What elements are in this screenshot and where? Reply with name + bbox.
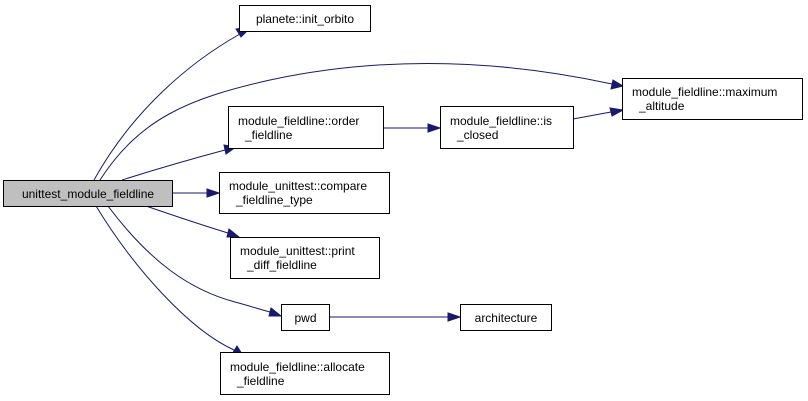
- arrowhead-architecture: [447, 312, 462, 322]
- node-label-line2: _altitude: [639, 99, 685, 113]
- arrowhead-maximum-altitude-2: [609, 107, 625, 117]
- edge-root-to-pwd: [107, 205, 271, 313]
- node-label-line1: module_unittest::print: [240, 244, 355, 258]
- node-label-line1: module_fieldline::maximum: [632, 85, 778, 99]
- node-is-closed[interactable]: module_fieldline::is _closed: [440, 106, 574, 149]
- node-label-line1: module_fieldline::allocate: [230, 359, 365, 374]
- node-label: unittest_module_fieldline: [21, 186, 155, 201]
- edge-root-to-init-orbito: [93, 33, 241, 181]
- edge-root-to-maximum-altitude: [99, 63, 613, 181]
- arrowhead-compare: [206, 188, 221, 198]
- arrowhead-print-diff: [226, 228, 241, 238]
- arrowhead-pwd: [268, 307, 283, 317]
- node-label: pwd: [294, 310, 317, 325]
- arrowhead-is-closed: [427, 123, 442, 133]
- arrowhead-maximum-altitude: [610, 79, 625, 90]
- node-label-line2: _diff_fieldline: [247, 258, 317, 272]
- node-label-line1: module_fieldline::order: [238, 113, 360, 128]
- node-order-fieldline[interactable]: module_fieldline::order _fieldline: [228, 106, 384, 149]
- edge-root-to-print-diff: [145, 205, 229, 234]
- node-label-line2: _closed: [457, 127, 499, 142]
- node-architecture[interactable]: architecture: [460, 304, 552, 331]
- node-compare-fieldline-type[interactable]: module_unittest::compare _fieldline_type: [219, 172, 390, 214]
- node-label: planete::init_orbito: [255, 11, 355, 26]
- node-label-line2: _fieldline_type: [236, 193, 313, 207]
- edge-root-to-allocate: [95, 205, 235, 351]
- edge-root-to-order-fieldline: [121, 149, 226, 181]
- edge-is-closed-to-maximum-altitude: [572, 111, 612, 120]
- node-label-line2: _fieldline: [245, 127, 293, 142]
- node-print-diff-fieldline[interactable]: module_unittest::print _diff_fieldline: [230, 237, 380, 279]
- node-unittest-module-fieldline: unittest_module_fieldline: [3, 180, 173, 207]
- node-label-line1: module_fieldline::is: [450, 113, 553, 128]
- node-pwd[interactable]: pwd: [281, 304, 330, 331]
- node-label: architecture: [474, 310, 538, 325]
- node-allocate-fieldline[interactable]: module_fieldline::allocate _fieldline: [220, 352, 390, 395]
- node-label-line1: module_unittest::compare: [229, 179, 368, 193]
- node-init-orbito[interactable]: planete::init_orbito: [239, 5, 371, 32]
- node-maximum-altitude[interactable]: module_fieldline::maximum _altitude: [622, 78, 803, 120]
- node-label-line2: _fieldline: [237, 373, 285, 388]
